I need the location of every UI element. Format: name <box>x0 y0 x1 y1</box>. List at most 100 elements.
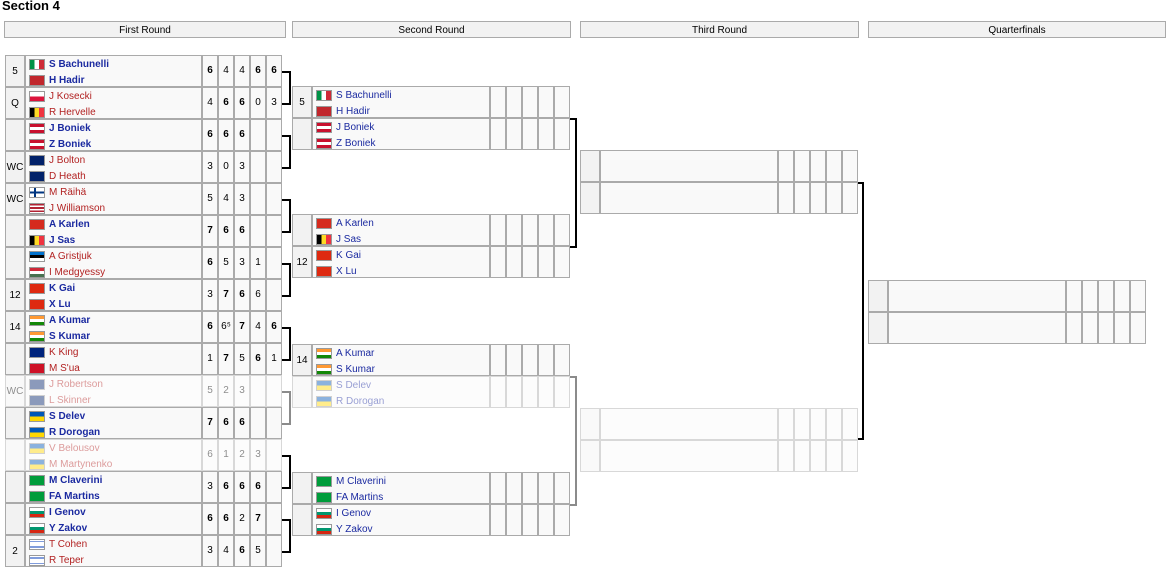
player-name[interactable]: R Hervelle <box>49 106 96 118</box>
player-name[interactable]: I Genov <box>49 506 86 518</box>
player-name[interactable]: FA Martins <box>336 491 384 503</box>
player-row: K Gai <box>26 280 201 296</box>
player-row: J Williamson <box>26 200 201 216</box>
player-name[interactable]: J Kosecki <box>49 90 92 102</box>
player-name[interactable]: S Kumar <box>336 363 375 375</box>
match-names: A Gristjuk I Medgyessy <box>25 247 202 279</box>
player-name[interactable]: J Bolton <box>49 154 86 166</box>
player-name[interactable]: S Bachunelli <box>49 58 110 70</box>
player-name[interactable]: J Sas <box>49 234 76 246</box>
set-score: 7 <box>234 311 250 343</box>
player-name[interactable]: S Kumar <box>49 330 91 342</box>
player-name[interactable]: M Claverini <box>49 474 103 486</box>
player-name[interactable]: M Räihä <box>49 186 87 198</box>
set-score-empty <box>778 440 794 472</box>
player-row: A Karlen <box>313 215 489 231</box>
seed-badge <box>5 503 25 535</box>
player-name[interactable]: K Gai <box>336 249 362 261</box>
set-score-value: 5 <box>207 385 213 396</box>
player-name[interactable]: R Teper <box>49 554 84 566</box>
set-score: 1 <box>266 343 282 375</box>
match-names: K King M S'ua <box>25 343 202 375</box>
player-name[interactable]: I Medgyessy <box>49 266 106 278</box>
set-score: 6 <box>266 311 282 343</box>
seed-badge <box>5 247 25 279</box>
bracket-connector <box>282 263 291 297</box>
ukr-flag-icon <box>29 426 45 438</box>
player-row: Y Zakov <box>313 521 489 537</box>
player-row: S Delev <box>313 377 489 393</box>
round-header-2: Second Round <box>292 21 571 38</box>
set-score: 6 <box>250 279 266 311</box>
player-name[interactable]: D Heath <box>49 170 86 182</box>
player-name[interactable]: S Delev <box>336 379 372 391</box>
set-score-value: 4 <box>207 97 213 108</box>
player-name[interactable]: H Hadir <box>336 105 370 117</box>
bracket-connector <box>282 327 291 361</box>
set-score-value: 3 <box>239 257 245 268</box>
player-name[interactable]: M Martynenko <box>49 458 113 470</box>
player-name[interactable]: R Dorogan <box>49 426 101 438</box>
player-name[interactable]: H Hadir <box>49 74 85 86</box>
set-score: 6 <box>218 87 234 119</box>
player-name[interactable]: J Boniek <box>336 121 375 133</box>
match-names <box>888 312 1066 344</box>
player-name[interactable]: X Lu <box>336 265 357 277</box>
set-score-value: 5 <box>223 257 229 268</box>
player-name[interactable]: S Delev <box>49 410 86 422</box>
player-name[interactable]: Z Boniek <box>336 137 376 149</box>
set-score-value: 6 <box>223 417 229 428</box>
fin-flag-icon <box>29 186 45 198</box>
match-names: J Bolton D Heath <box>25 151 202 183</box>
player-name[interactable]: J Sas <box>336 233 362 245</box>
gbr-flag-icon <box>29 170 45 182</box>
player-row: X Lu <box>313 263 489 279</box>
player-name[interactable]: L Skinner <box>49 394 91 406</box>
player-name[interactable]: K Gai <box>49 282 76 294</box>
set-score-value <box>251 191 265 207</box>
set-score-empty <box>554 214 570 246</box>
player-row: H Hadir <box>26 72 201 88</box>
set-score-empty <box>810 150 826 182</box>
player-name[interactable]: Z Boniek <box>49 138 92 150</box>
set-score-empty <box>1082 280 1098 312</box>
player-name[interactable]: V Belousov <box>49 442 100 454</box>
player-name[interactable]: I Genov <box>336 507 372 519</box>
match-names: A Karlen J Sas <box>25 215 202 247</box>
player-row: D Heath <box>26 168 201 184</box>
set-score-empty <box>554 344 570 376</box>
set-score: 3 <box>266 87 282 119</box>
seed-badge <box>580 182 600 214</box>
set-score-value: 6 <box>271 321 277 332</box>
player-name[interactable]: J Boniek <box>49 122 91 134</box>
player-name[interactable]: R Dorogan <box>336 395 385 407</box>
player-name[interactable]: M Claverini <box>336 475 387 487</box>
player-name[interactable]: M S'ua <box>49 362 80 374</box>
player-name[interactable]: S Bachunelli <box>336 89 392 101</box>
player-name[interactable]: A Kumar <box>49 314 91 326</box>
set-score-empty <box>1130 312 1146 344</box>
player-name[interactable]: J Robertson <box>49 378 103 390</box>
player-name[interactable]: A Kumar <box>336 347 375 359</box>
player-name[interactable]: X Lu <box>49 298 71 310</box>
set-score: 6 <box>202 439 218 471</box>
set-score-value <box>267 223 281 239</box>
player-name[interactable]: T Cohen <box>49 538 88 550</box>
seed-badge: 14 <box>292 344 312 376</box>
player-name[interactable]: A Karlen <box>49 218 90 230</box>
set-score-empty <box>506 344 522 376</box>
player-name[interactable]: FA Martins <box>49 490 100 502</box>
player-name[interactable]: A Karlen <box>336 217 374 229</box>
bracket-connector <box>282 391 291 425</box>
player-name[interactable]: Y Zakov <box>336 523 373 535</box>
match-names: I Genov Y Zakov <box>312 504 490 536</box>
player-row: A Gristjuk <box>26 248 201 264</box>
match-names: J Boniek Z Boniek <box>312 118 490 150</box>
player-name[interactable]: Y Zakov <box>49 522 88 534</box>
player-name[interactable]: K King <box>49 346 79 358</box>
player-name[interactable]: J Williamson <box>49 202 106 214</box>
seed-badge <box>868 280 888 312</box>
ukr-flag-icon <box>316 395 332 407</box>
seed-badge <box>5 215 25 247</box>
player-name[interactable]: A Gristjuk <box>49 250 92 262</box>
